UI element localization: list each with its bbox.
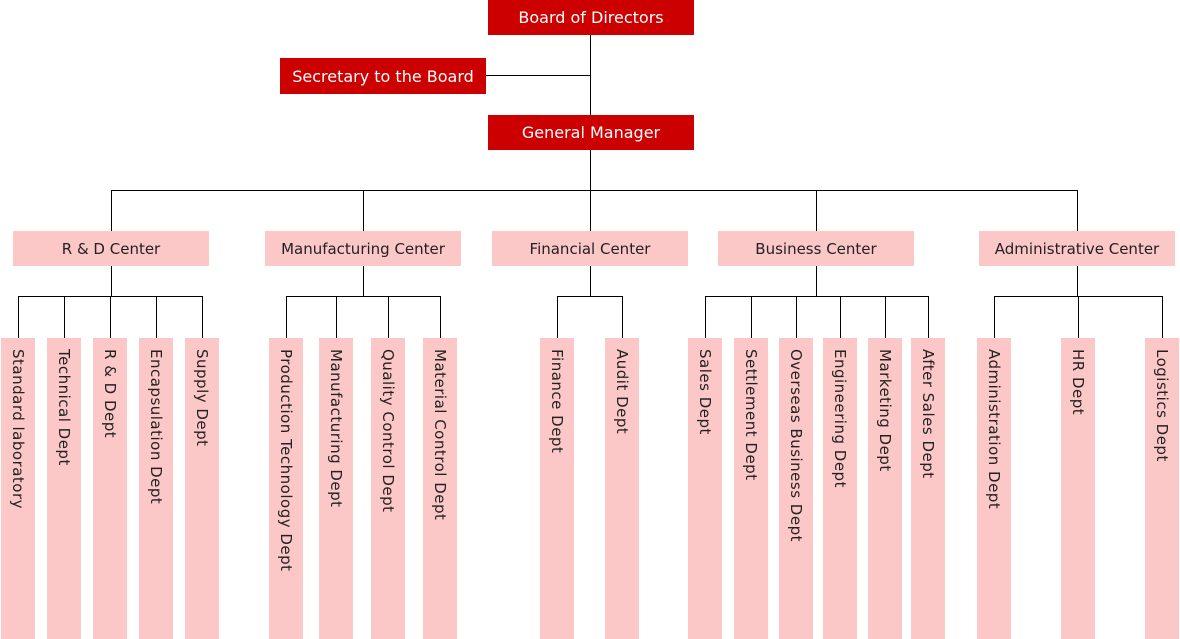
center-box-2: Financial Center: [492, 231, 688, 266]
dept-box: Technical Dept: [47, 338, 81, 639]
center-box-3: Business Center: [718, 231, 914, 266]
dept-box: Logistics Dept: [1145, 338, 1179, 639]
dept-label: R & D Dept: [101, 349, 119, 439]
dept-label: Audit Dept: [613, 349, 631, 435]
dept-box: Standard laboratory: [1, 338, 35, 639]
dept-box: Overseas Business Dept: [779, 338, 813, 639]
dept-label: Quality Control Dept: [379, 349, 397, 513]
center-box-4: Administrative Center: [979, 231, 1175, 266]
dept-box: Encapsulation Dept: [139, 338, 173, 639]
center-label: R & D Center: [61, 239, 161, 258]
secretary-box: Secretary to the Board: [280, 58, 486, 94]
dept-box: HR Dept: [1061, 338, 1095, 639]
dept-label: After Sales Dept: [919, 349, 937, 479]
dept-box: Production Technology Dept: [269, 338, 303, 639]
dept-label: Marketing Dept: [876, 349, 894, 472]
dept-box: Quality Control Dept: [371, 338, 405, 639]
board-label: Board of Directors: [518, 8, 664, 27]
dept-label: Overseas Business Dept: [787, 349, 805, 542]
dept-label: Administration Dept: [985, 349, 1003, 510]
center-label: Business Center: [755, 239, 877, 258]
secretary-label: Secretary to the Board: [292, 66, 474, 86]
center-label: Manufacturing Center: [281, 239, 445, 258]
dept-label: Engineering Dept: [831, 349, 849, 488]
dept-label: Production Technology Dept: [277, 349, 295, 572]
dept-box: Material Control Dept: [423, 338, 457, 639]
dept-box: Marketing Dept: [868, 338, 902, 639]
dept-label: Technical Dept: [55, 349, 73, 466]
dept-box: R & D Dept: [93, 338, 127, 639]
dept-label: Supply Dept: [193, 349, 211, 447]
dept-box: Manufacturing Dept: [319, 338, 353, 639]
dept-label: Manufacturing Dept: [327, 349, 345, 508]
dept-box: After Sales Dept: [911, 338, 945, 639]
dept-label: Settlement Dept: [742, 349, 760, 481]
board-of-directors-box: Board of Directors: [488, 0, 694, 35]
dept-box: Settlement Dept: [734, 338, 768, 639]
dept-label: Encapsulation Dept: [147, 349, 165, 505]
dept-box: Administration Dept: [977, 338, 1011, 639]
dept-box: Finance Dept: [540, 338, 574, 639]
dept-box: Engineering Dept: [823, 338, 857, 639]
center-box-1: Manufacturing Center: [265, 231, 461, 266]
dept-label: Sales Dept: [696, 349, 714, 435]
dept-box: Sales Dept: [688, 338, 722, 639]
general-manager-label: General Manager: [521, 123, 661, 142]
dept-box: Audit Dept: [605, 338, 639, 639]
dept-label: Logistics Dept: [1153, 349, 1171, 462]
center-box-0: R & D Center: [13, 231, 209, 266]
center-label: Administrative Center: [994, 239, 1160, 258]
dept-label: HR Dept: [1069, 349, 1087, 416]
general-manager-box: General Manager: [488, 115, 694, 150]
dept-box: Supply Dept: [185, 338, 219, 639]
dept-label: Finance Dept: [548, 349, 566, 454]
dept-label: Standard laboratory: [9, 349, 27, 510]
center-label: Financial Center: [529, 239, 651, 258]
dept-label: Material Control Dept: [431, 349, 449, 521]
